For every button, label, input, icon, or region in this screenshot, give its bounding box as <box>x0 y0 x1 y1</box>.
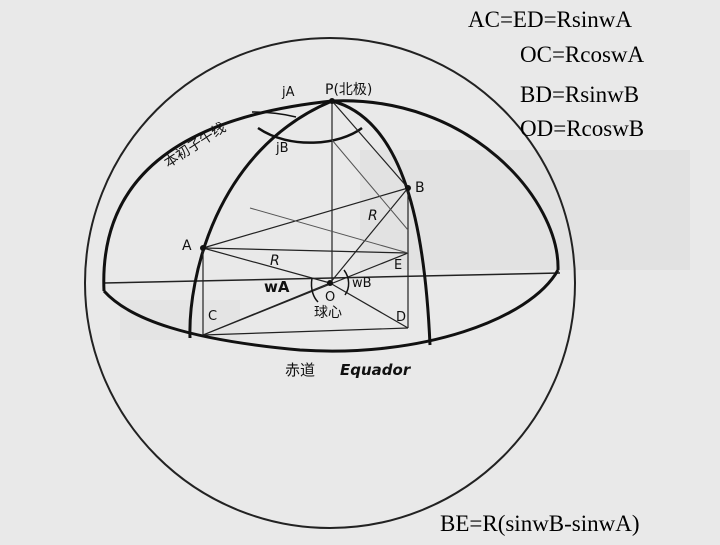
label-angle-wb: wB <box>352 276 372 291</box>
angle-ja-arc <box>251 111 297 118</box>
radius-ob <box>329 187 409 284</box>
point-p <box>329 98 335 104</box>
formula-oc: OC=RcoswA <box>520 42 645 67</box>
label-angle-wa: wA <box>264 278 290 296</box>
angle-wb-arc <box>343 269 350 296</box>
label-c: C <box>208 309 217 324</box>
label-equator-cn: 赤道 <box>285 361 315 379</box>
formula-be: BE=R(sinwB-sinwA) <box>440 511 640 536</box>
label-o: O <box>325 290 335 305</box>
formula-od: OD=RcoswB <box>520 116 645 141</box>
meridian-a-arc <box>188 99 333 339</box>
background-smudge <box>360 150 690 270</box>
label-b: B <box>415 180 425 196</box>
label-e: E <box>394 258 402 273</box>
label-a: A <box>182 238 192 254</box>
line-o-d <box>329 282 409 329</box>
line-a-b <box>202 187 409 249</box>
label-d: D <box>396 310 406 325</box>
label-center: 球心 <box>314 305 342 321</box>
label-prime-meridian: 本初子午线 <box>161 119 229 171</box>
equator-curve <box>102 269 560 353</box>
label-equator: Equador <box>340 361 412 379</box>
angle-wa-arc <box>310 277 319 303</box>
line-a-e <box>202 247 409 254</box>
line-p-b <box>331 100 409 189</box>
formula-ac-ed: AC=ED=RsinwA <box>468 7 632 32</box>
background-smudge <box>120 300 240 340</box>
construction-line <box>331 139 409 231</box>
point-o <box>327 280 333 286</box>
construction-line <box>249 207 409 254</box>
point-a <box>200 245 206 251</box>
label-angle-jb: jB <box>275 141 289 156</box>
label-pole: P(北极) <box>325 82 372 98</box>
sphere-outline <box>84 37 576 529</box>
formula-bd: BD=RsinwB <box>520 82 640 107</box>
label-angle-ja: jA <box>281 85 295 100</box>
point-b <box>405 185 411 191</box>
angle-jb-arc <box>257 126 363 144</box>
label-radius-a: R <box>270 253 280 269</box>
radius-oa <box>202 247 331 284</box>
line-c-d <box>202 327 409 336</box>
line-o-c <box>202 282 331 336</box>
label-radius-b: R <box>368 208 378 224</box>
